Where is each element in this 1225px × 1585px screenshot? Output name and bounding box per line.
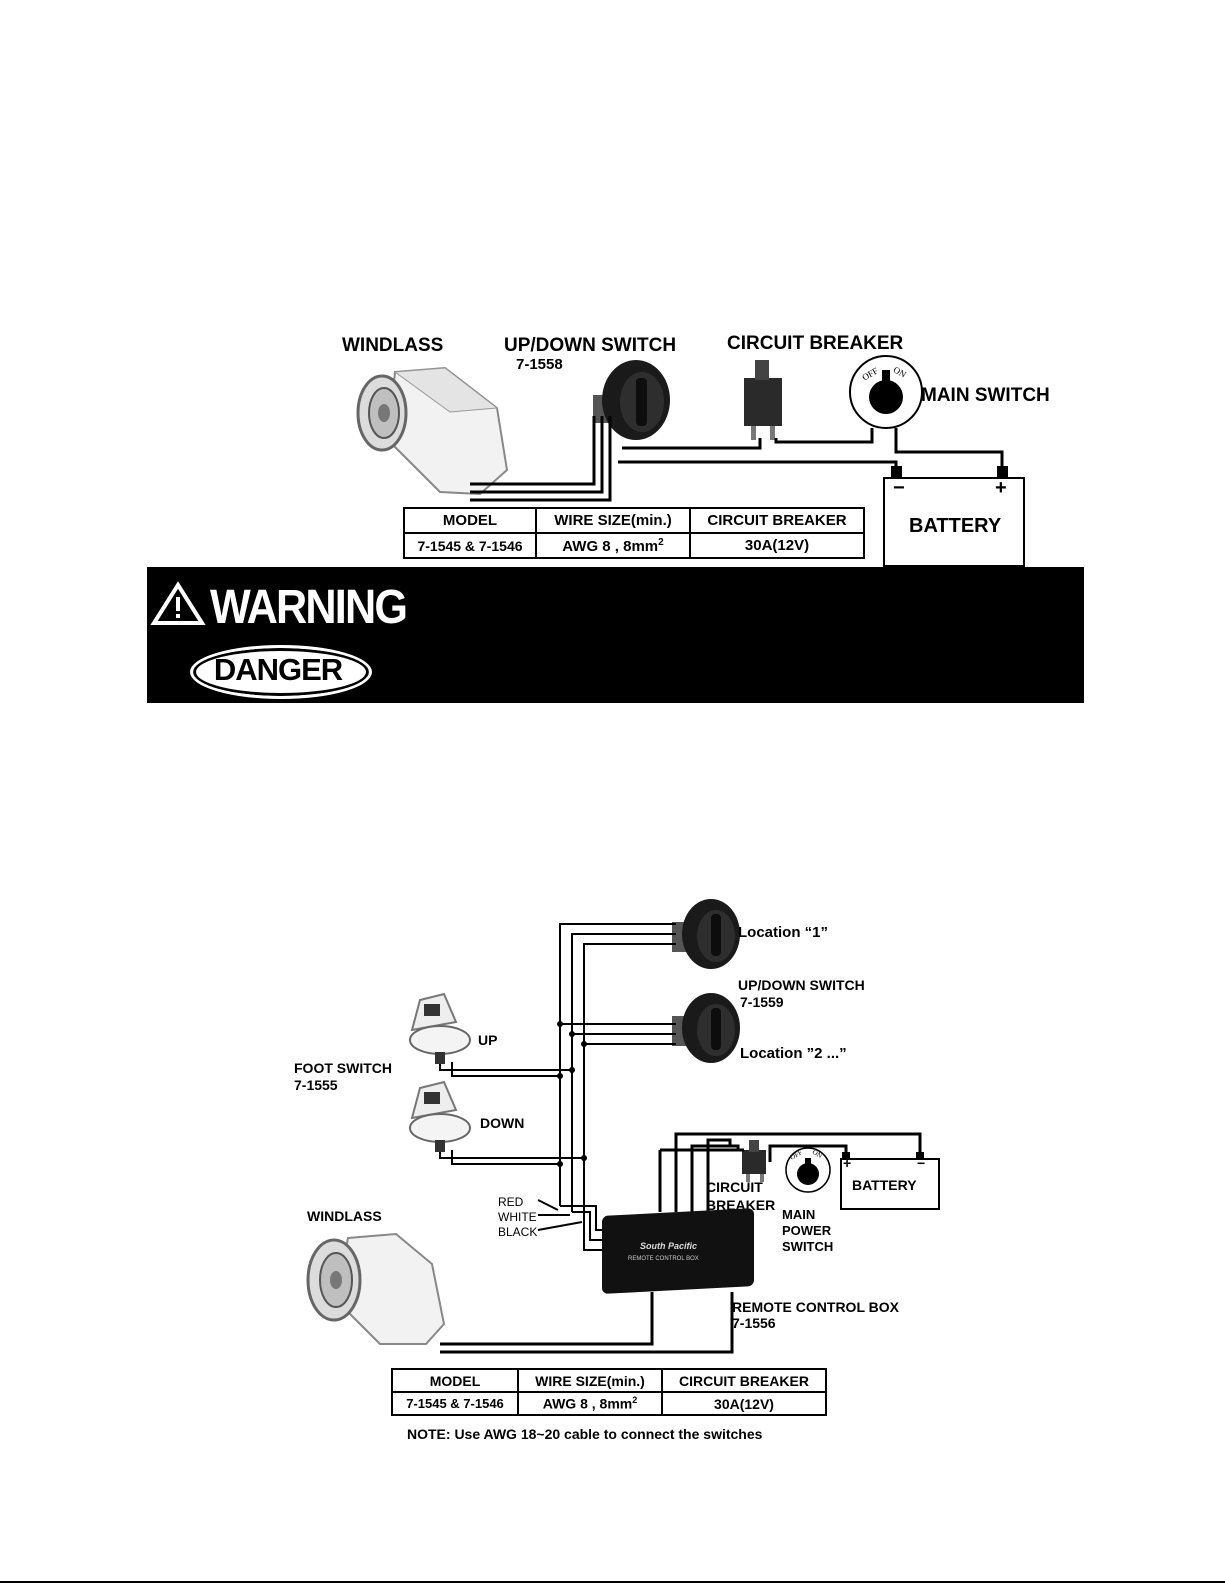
foot-switch-model: 7-1555 [294, 1077, 338, 1093]
battery-terminal-minus-1 [891, 466, 902, 480]
table1-header-model: MODEL [403, 507, 537, 534]
main-power-switch-image-2 [785, 1147, 831, 1193]
battery-plus-1: + [995, 477, 1007, 499]
updown-switch-label-2: UP/DOWN SWITCH [738, 977, 865, 993]
table2-wire-cell: AWG 8 , 8mm2 [517, 1391, 663, 1416]
battery-terminal-minus-2 [916, 1152, 924, 1160]
table1-header-breaker: CIRCUIT BREAKER [689, 507, 865, 534]
location1-label: Location “1” [738, 924, 829, 941]
circuit-breaker-label-2b: BREAKER [706, 1197, 776, 1213]
battery-box-2 [840, 1158, 940, 1210]
table1-wire-cell: AWG 8 , 8mm2 [535, 532, 691, 559]
cable-note: NOTE: Use AWG 18~20 cable to connect the… [407, 1426, 763, 1442]
updown-switch-label-1: UP/DOWN SWITCH [504, 335, 677, 356]
battery-minus-2: − [917, 1155, 926, 1171]
circuit-breaker-image-2 [742, 1140, 766, 1182]
table1-breaker-value: 30A(12V) [689, 532, 865, 559]
table2-model-value: 7-1545 & 7-1546 [391, 1391, 519, 1416]
updown-switch-location2-image [672, 993, 740, 1063]
spec-table-2: MODEL WIRE SIZE(min.) CIRCUIT BREAKER 7-… [391, 1368, 827, 1416]
circuit-breaker-image-1 [744, 360, 782, 440]
main-switch-label-1: MAIN SWITCH [921, 385, 1050, 406]
circuit-breaker-label-2a: CIRCUIT [706, 1179, 763, 1195]
foot-switch-down-image [409, 1080, 471, 1152]
table2-header-wire: WIRE SIZE(min.) [517, 1368, 663, 1393]
table2-header-model: MODEL [391, 1368, 519, 1393]
battery-minus-1: − [893, 477, 905, 499]
danger-text: DANGER [213, 652, 343, 687]
main-power-label-2: POWER [782, 1223, 832, 1238]
table2-header-breaker: CIRCUIT BREAKER [661, 1368, 827, 1393]
remote-box-brand: South Pacific [640, 1241, 698, 1251]
main-power-label-3: SWITCH [782, 1239, 834, 1254]
main-power-label-1: MAIN [782, 1207, 816, 1222]
wire-red-label: RED [498, 1195, 524, 1209]
main-switch-image-1 [849, 355, 923, 429]
table1-wire-value: AWG 8 , 8mm [562, 537, 659, 555]
foot-up-label: UP [478, 1032, 498, 1048]
windlass-image-2 [306, 1232, 446, 1345]
updown-switch-location1-image [672, 899, 740, 969]
updown-switch-model-2: 7-1559 [740, 994, 784, 1010]
table2-breaker-value: 30A(12V) [661, 1391, 827, 1416]
circuit-breaker-label-1: CIRCUIT BREAKER [727, 333, 904, 354]
table1-header-wire: WIRE SIZE(min.) [535, 507, 691, 534]
windlass-image-1 [356, 366, 509, 496]
remote-control-box-image [602, 1208, 754, 1294]
wire-white-label: WHITE [498, 1210, 537, 1224]
warning-text: WARNING [210, 581, 408, 634]
location2-label: Location ”2 ...” [740, 1045, 847, 1062]
battery-terminal-plus-2 [842, 1152, 850, 1160]
foot-down-label: DOWN [480, 1115, 525, 1131]
remote-box-label: REMOTE CONTROL BOX [732, 1299, 899, 1315]
updown-switch-model-1: 7-1558 [516, 356, 563, 373]
table2-wire-superscript: 2 [632, 1395, 638, 1406]
battery-plus-2: + [843, 1155, 852, 1171]
foot-switch-up-image [409, 992, 471, 1064]
spec-table-1: MODEL WIRE SIZE(min.) CIRCUIT BREAKER 7-… [403, 507, 865, 559]
table2-wire-value: AWG 8 , 8mm [542, 1395, 633, 1412]
table1-wire-superscript: 2 [658, 536, 664, 548]
windlass-label-1: WINDLASS [342, 335, 444, 356]
battery-terminal-plus-1 [997, 466, 1008, 480]
remote-box-model: 7-1556 [732, 1315, 776, 1331]
battery-label-2: BATTERY [852, 1177, 917, 1193]
windlass-label-2: WINDLASS [307, 1208, 382, 1224]
danger-oval [190, 645, 372, 699]
remote-box-sub: REMOTE CONTROL BOX [628, 1256, 699, 1262]
battery-box-1 [883, 477, 1025, 567]
wire-black-label: BLACK [498, 1225, 538, 1239]
battery-label-1: BATTERY [909, 515, 1002, 537]
table1-model-value: 7-1545 & 7-1546 [403, 532, 537, 559]
foot-switch-label: FOOT SWITCH [294, 1060, 392, 1076]
